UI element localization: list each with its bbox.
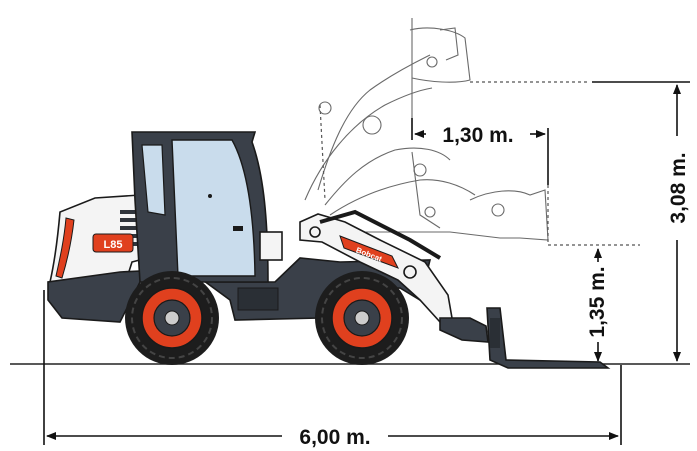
raised-boom-ghost-mid	[324, 147, 640, 246]
side-step-box	[259, 231, 283, 261]
arm-pivot	[403, 265, 417, 279]
max-height-dimension: 3,08 m.	[592, 81, 690, 362]
tail-light-stripe	[55, 217, 75, 279]
dump-height-label: 1,35 m.	[586, 266, 609, 337]
model-badge-plate	[92, 233, 134, 253]
reach-label: 1,30 m.	[442, 124, 513, 147]
dump-height-dimension: 1,35 m.	[586, 248, 609, 362]
reach-dimension: 1,30 m.	[411, 118, 549, 185]
door-lock	[208, 194, 212, 198]
bucket-linkage	[439, 317, 489, 343]
bucket-icon	[486, 307, 611, 369]
length-dimension: 6,00 m.	[43, 290, 622, 449]
tilt-cylinder	[319, 209, 442, 260]
arm-base-pivot	[309, 226, 321, 238]
wheel-loader-illustration: L85 Bobcat	[47, 131, 611, 369]
length-label: 6,00 m.	[299, 426, 370, 449]
model-badge: L85	[104, 239, 123, 251]
max-height-label: 3,08 m.	[667, 152, 690, 223]
cab-window-side	[171, 139, 256, 277]
access-steps	[237, 287, 279, 311]
arm-orange-decal	[339, 235, 400, 269]
front-wheel	[315, 271, 409, 365]
raised-boom-ghost-high	[304, 18, 590, 201]
cab-window-rear	[141, 144, 166, 216]
door-handle	[233, 226, 243, 231]
rear-wheel	[125, 271, 219, 365]
